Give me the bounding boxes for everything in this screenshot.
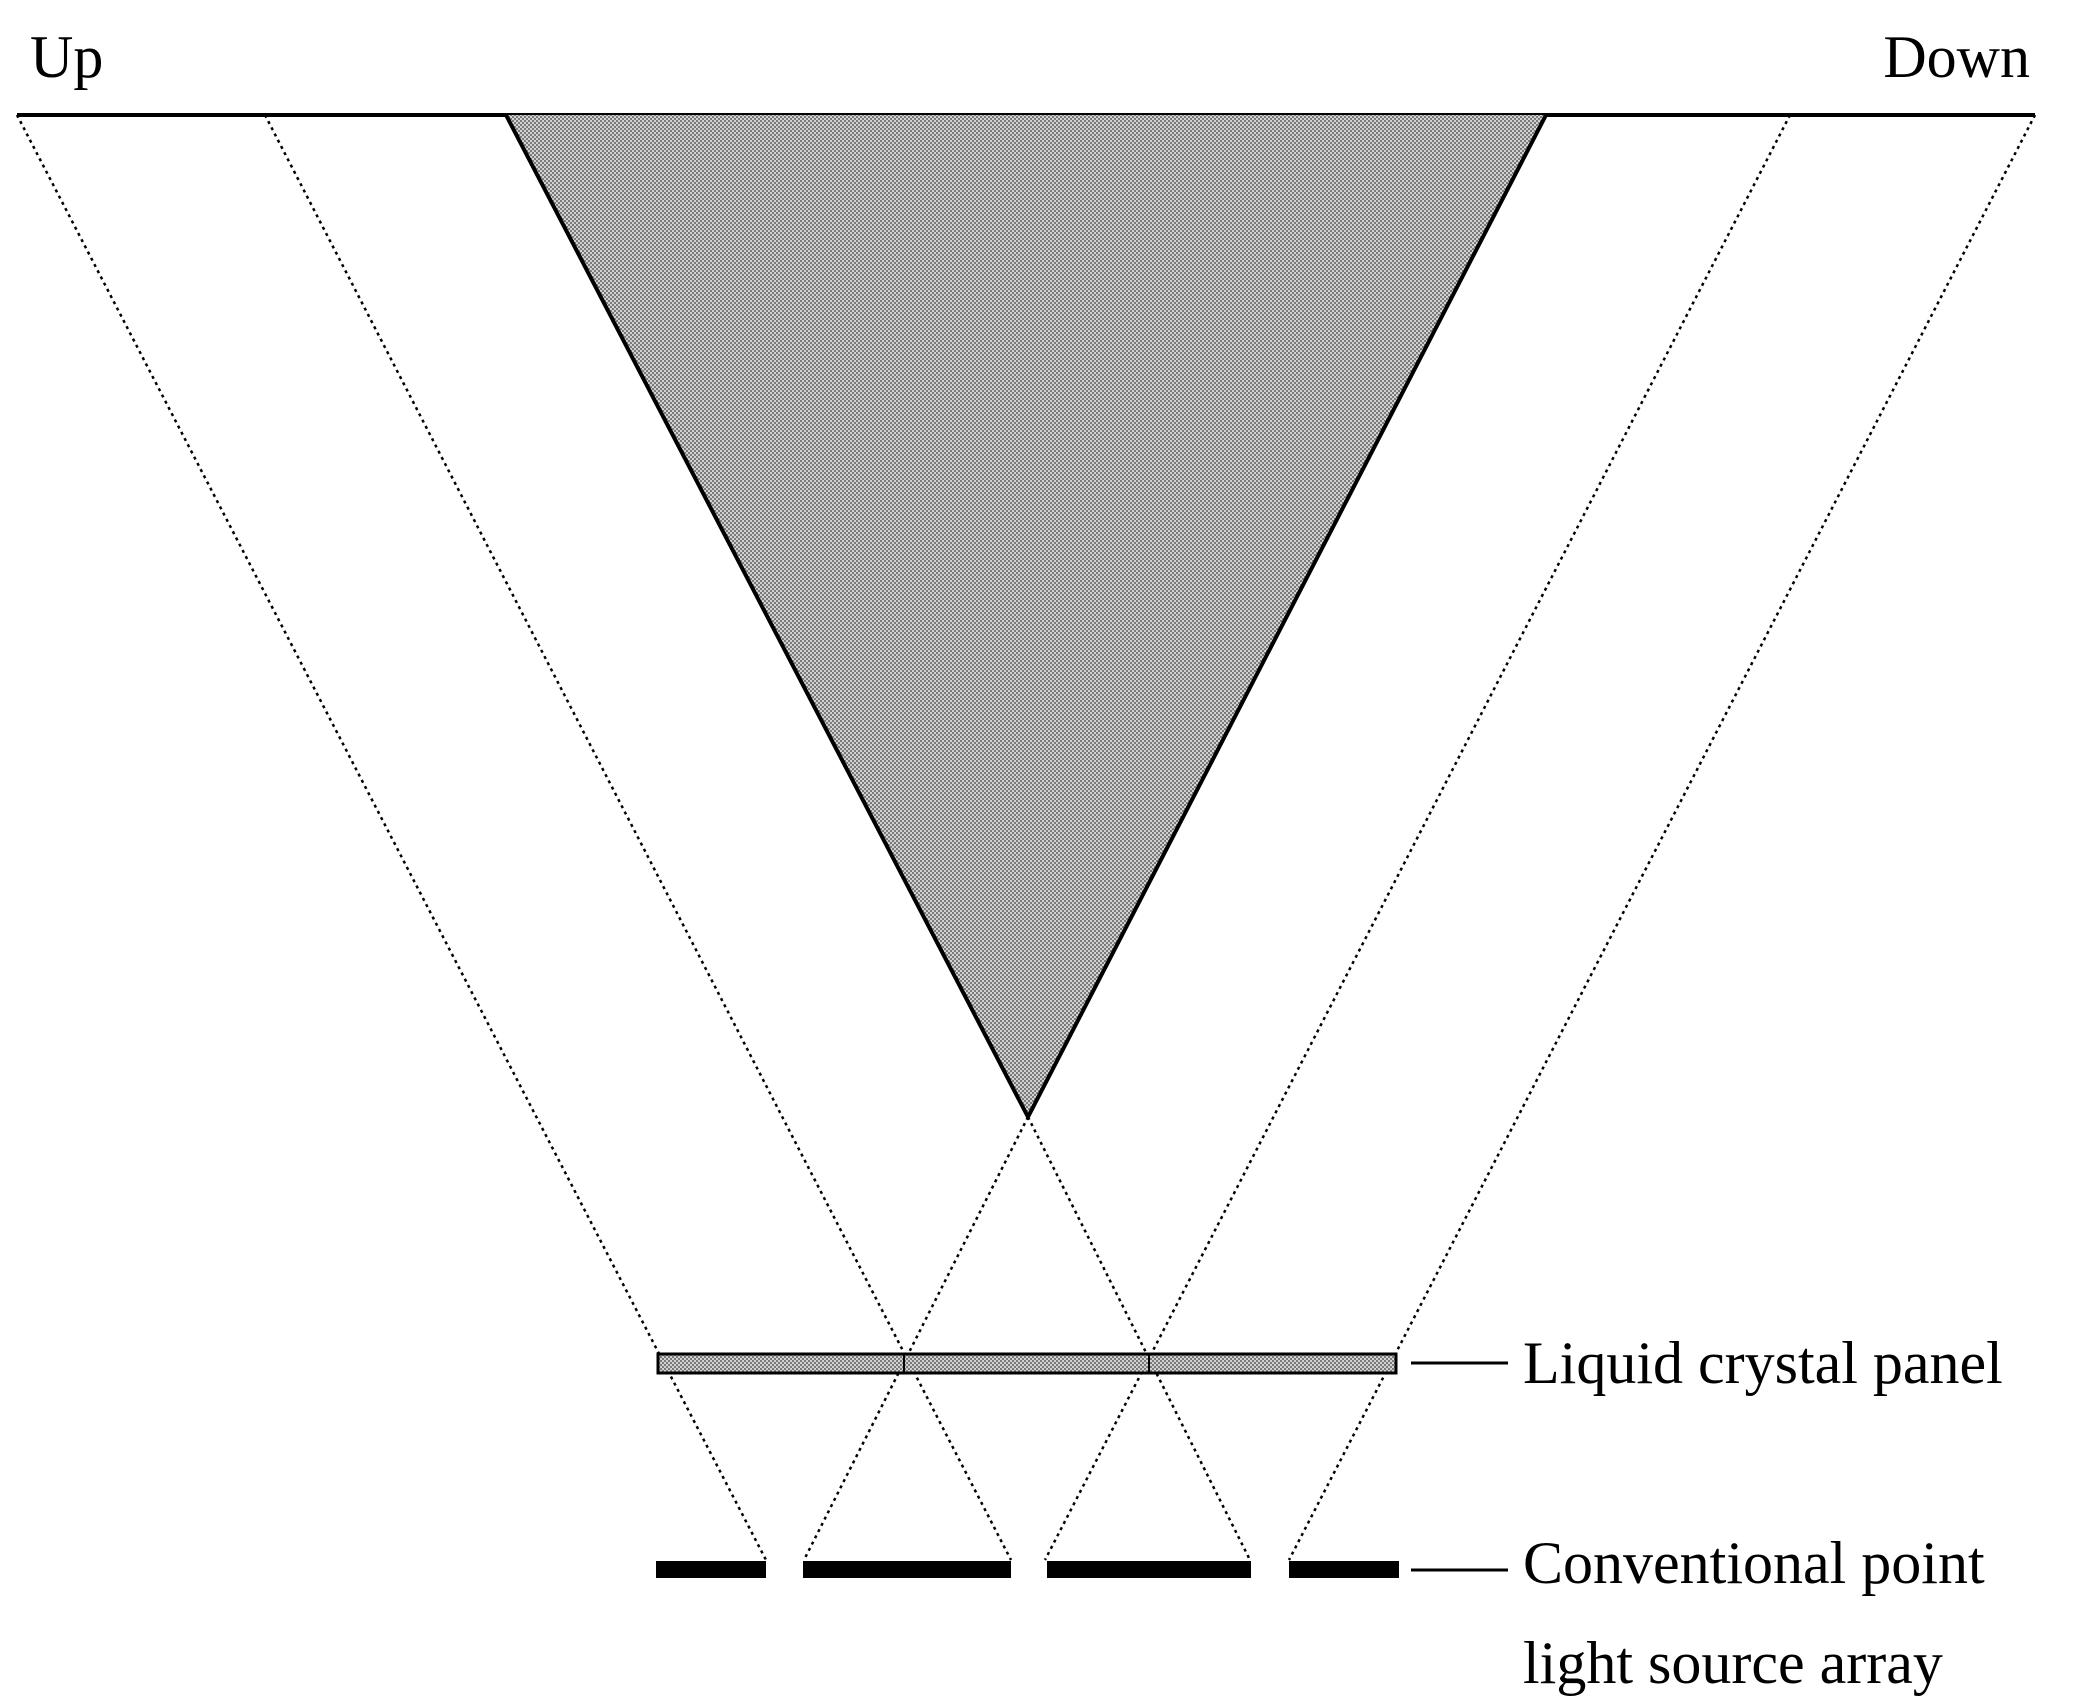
light-source-segment [1047, 1561, 1251, 1578]
crossing-ray-left [802, 1116, 1030, 1561]
panel-label: Liquid crystal panel [1523, 1330, 2003, 1396]
crossing-ray-right [1026, 1116, 1252, 1561]
viewing-cone [506, 115, 1546, 1117]
viewing-cone-right-edge [1026, 114, 1548, 1118]
inner-right-ray [1043, 114, 1792, 1561]
outer-left-ray [15, 114, 768, 1561]
outer-right-ray [1287, 114, 2037, 1561]
light-source-segment [1289, 1561, 1399, 1578]
viewing-cone-left-edge [504, 114, 1030, 1118]
light-source-label-line2: light source array [1523, 1630, 1943, 1696]
light-source-label-line1: Conventional point [1523, 1530, 1985, 1596]
inner-left-ray [263, 114, 1013, 1561]
light-source-segment [656, 1561, 766, 1578]
light-source-array [656, 1561, 1399, 1578]
down-label: Down [1883, 24, 2030, 90]
up-label: Up [30, 24, 103, 90]
ray-lines [15, 114, 2037, 1561]
light-source-segment [803, 1561, 1011, 1578]
liquid-crystal-panel [656, 1352, 1398, 1375]
